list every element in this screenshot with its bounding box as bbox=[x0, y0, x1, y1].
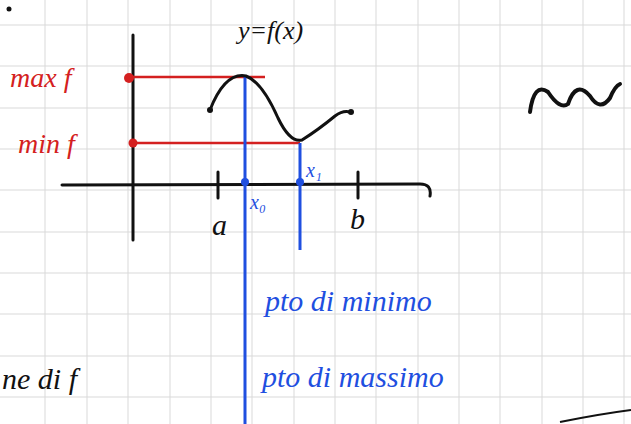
endpoint-label: b bbox=[350, 204, 365, 234]
min-label: min f bbox=[18, 130, 75, 158]
stroke-fragment bbox=[560, 410, 631, 422]
x1-label: x₁ bbox=[306, 160, 322, 180]
x0-label: x₀ bbox=[250, 192, 266, 212]
max-dot bbox=[124, 73, 134, 83]
dot bbox=[7, 7, 12, 12]
x0-dot bbox=[241, 178, 249, 186]
note-fragment: ne di f bbox=[2, 364, 77, 394]
x1-dot bbox=[296, 178, 304, 186]
minimum-point-label: pto di minimo bbox=[265, 286, 432, 316]
maximum-point-label: pto di massimo bbox=[262, 362, 444, 392]
min-dot bbox=[129, 139, 138, 148]
function-curve bbox=[210, 76, 350, 141]
max-label: max f bbox=[10, 64, 71, 92]
endpoint bbox=[207, 107, 213, 113]
endpoint bbox=[348, 109, 354, 115]
handwriting-fragment bbox=[530, 84, 620, 112]
endpoint-label: a bbox=[212, 210, 227, 240]
function-label: y=f(x) bbox=[238, 18, 303, 44]
